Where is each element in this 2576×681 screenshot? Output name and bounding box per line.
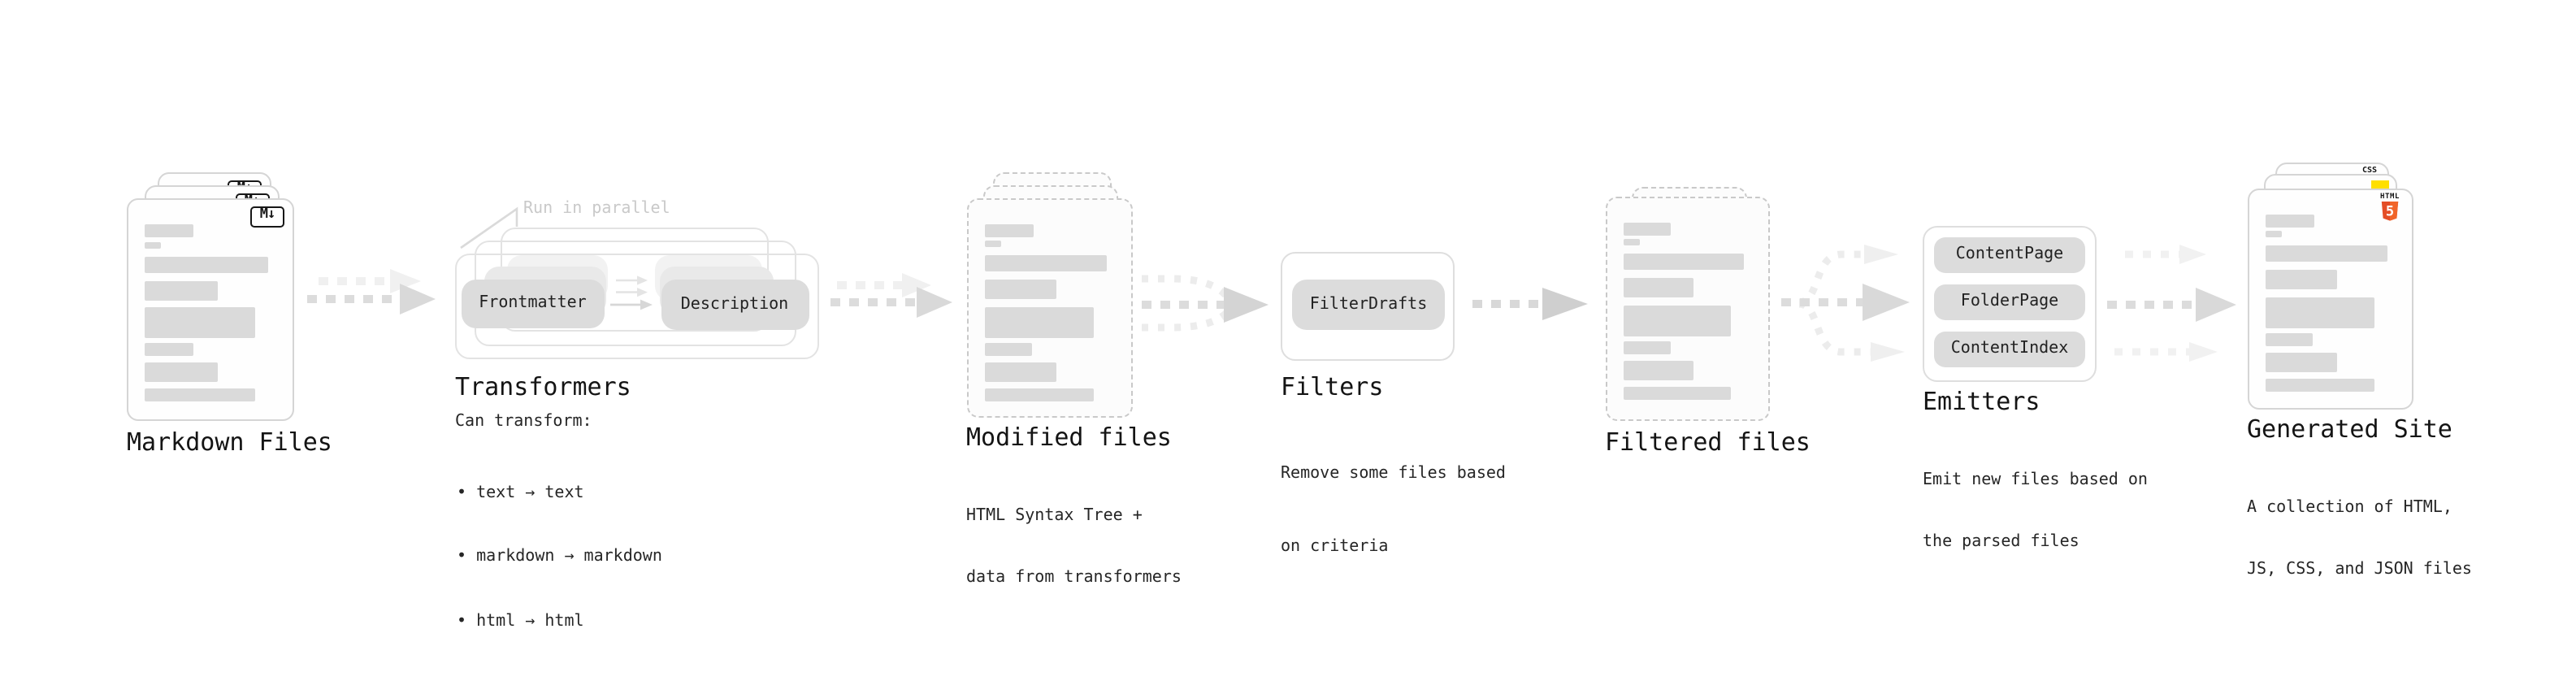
arrow-emitters-to-generated-bottom [2114,342,2218,362]
subtitle-line: Emit new files based on [1923,471,2148,489]
arrow-frontmatter-to-description-2 [616,288,648,297]
generated-file-card-html: HTML 5 [2247,188,2413,409]
subtitle-line: HTML Syntax Tree + [966,506,1143,525]
description-node: Description [661,279,809,329]
stage-title-filters: Filters [1281,372,1384,401]
bullet-item: markdown → markdown [457,547,662,569]
html5-icon: HTML 5 [2379,193,2400,222]
arrow-frontmatter-to-description-1 [616,275,648,285]
folderpage-node: FolderPage [1934,284,2085,319]
js-file-icon [2371,180,2389,189]
html5-icon-number: 5 [2386,204,2394,220]
modified-files-subtitle: HTML Syntax Tree + data from transformer… [966,465,1182,631]
subtitle-line: the parsed files [1923,532,2079,551]
arrow-transformers-to-modified [830,287,952,318]
run-in-parallel-annotation: Run in parallel [523,199,670,217]
transformers-bullet-list: text → text markdown → markdown html → h… [457,439,662,677]
transformers-subtitle: Can transform: [455,413,592,431]
arrow-modified-to-filters-merge [1142,275,1268,332]
arrow-emitters-to-generated-middle [2107,288,2236,322]
modified-file-card [966,197,1132,417]
transformer-container-front [455,254,819,359]
stage-title-generated-site: Generated Site [2247,414,2452,443]
arrow-filters-to-filtered [1472,288,1588,320]
emitters-subtitle: Emit new files based on the parsed files [1923,429,2148,596]
stage-title-filtered-files: Filtered files [1605,427,1811,456]
subtitle-line: JS, CSS, and JSON files [2247,560,2472,579]
frontmatter-node: Frontmatter [462,279,604,327]
contentpage-node: ContentPage [1934,237,2085,272]
file-content-skeleton [2265,214,2394,391]
html5-shield: 5 [2381,202,2399,221]
subtitle-line: A collection of HTML, [2247,498,2452,517]
css-icon-label: CSS [2361,166,2378,176]
markdown-icon: M↓ [250,206,284,228]
subtitle-line: Remove some files based [1281,465,1506,483]
contentindex-node: ContentIndex [1934,332,2085,367]
markdown-file-card: M↓ [127,198,294,421]
arrow-emitters-to-generated-top [2125,245,2206,264]
stage-title-transformers: Transformers [455,372,631,401]
arrow-markdown-to-transformers [307,284,436,314]
run-in-parallel-leader-line [460,206,518,249]
subtitle-line: data from transformers [966,568,1182,587]
stage-title-modified-files: Modified files [966,422,1172,451]
arrow-filtered-to-emitters-split [1781,245,1910,362]
bullet-item: html → html [457,612,662,634]
arrow-transformers-to-modified-ghost [837,273,931,297]
stage-title-markdown-files: Markdown Files [127,427,332,457]
subtitle-line: on criteria [1281,538,1389,556]
filtered-file-card [1605,196,1770,420]
generated-site-subtitle: A collection of HTML, JS, CSS, and JSON … [2247,457,2472,623]
filters-subtitle: Remove some files based on criteria [1281,413,1506,608]
filterdrafts-node: FilterDrafts [1292,279,1445,329]
arrow-markdown-to-transformers-ghost [319,269,421,293]
file-content-skeleton [984,223,1112,401]
html5-icon-label: HTML [2379,193,2400,202]
file-content-skeleton [145,224,275,401]
bullet-item: text → text [457,482,662,504]
arrow-frontmatter-to-description-3 [610,299,653,310]
stage-title-emitters: Emitters [1923,387,2040,416]
file-content-skeleton [1623,222,1750,399]
